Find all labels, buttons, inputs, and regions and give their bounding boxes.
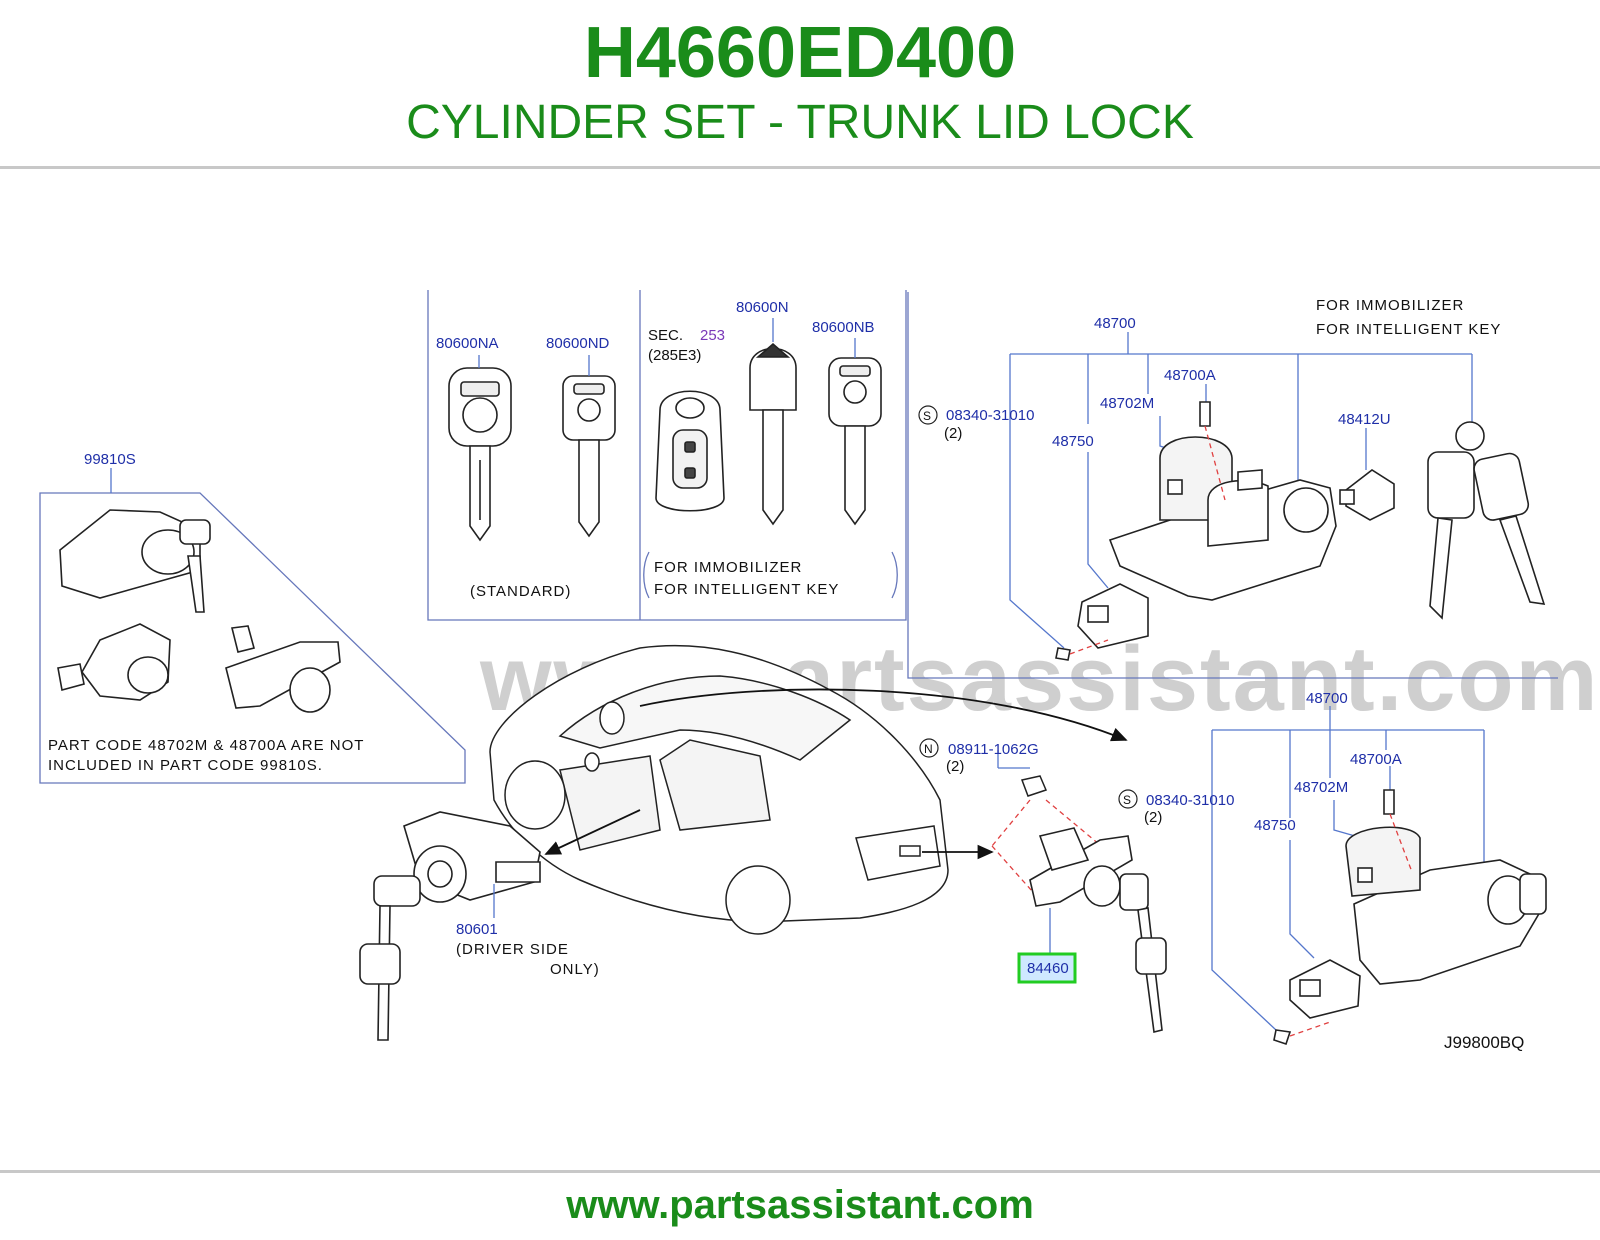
callout-48700a-top: 48700A: [1164, 367, 1216, 384]
trunk-lid-cylinder-84460: [1029, 827, 1167, 1033]
callout-48702m-bottom: 48702M: [1294, 779, 1348, 796]
callout-80600nd: 80600ND: [546, 335, 610, 352]
key-80600na: [448, 367, 512, 542]
bolt-symbol-top: S: [923, 409, 931, 423]
note-line-1: PART CODE 48702M & 48700A ARE NOT: [48, 737, 364, 754]
key-80600n: [749, 342, 797, 526]
cylinder-set-99810s: [57, 509, 341, 713]
callout-48700-bottom: 48700: [1306, 690, 1348, 707]
ignition-lock-bottom: [1273, 789, 1547, 1046]
leaders-48700-top: [1009, 332, 1473, 649]
arrows: [544, 688, 1128, 860]
callout-nut: 08911-1062G: [948, 741, 1039, 758]
part-48412u: [1339, 469, 1395, 521]
bolt-symbol-circle-bottom: [1118, 789, 1138, 809]
sec-ref: (285E3): [648, 347, 701, 364]
diagram-frames: [39, 290, 1558, 784]
bolt-symbol-bottom: S: [1123, 793, 1131, 807]
callout-84460[interactable]: 84460: [1027, 960, 1069, 977]
callout-48702m-top: 48702M: [1100, 395, 1154, 412]
part-name-subtitle: CYLINDER SET - TRUNK LID LOCK: [406, 96, 1194, 149]
label-intelligent-key-1: FOR INTELLIGENT KEY: [654, 581, 839, 598]
bracket-right: [891, 551, 898, 599]
callout-80601: 80601: [456, 921, 498, 938]
bolt-qty-top: (2): [944, 425, 962, 442]
sec-label: SEC.: [648, 327, 683, 344]
header-divider: [0, 166, 1600, 169]
highlight-84460[interactable]: [1017, 952, 1077, 984]
footer-divider: [0, 1170, 1600, 1173]
label-intelligent-key-2: FOR INTELLIGENT KEY: [1316, 321, 1501, 338]
callout-48412u: 48412U: [1338, 411, 1391, 428]
ignition-lock-top: [1055, 401, 1337, 661]
footer-website-link[interactable]: www.partsassistant.com: [566, 1183, 1034, 1227]
callout-48750-top: 48750: [1052, 433, 1094, 450]
callout-99810s: 99810S: [84, 451, 136, 468]
key-80600nd: [562, 375, 616, 538]
label-driver-side: (DRIVER SIDE: [456, 941, 569, 958]
key-80600nb: [828, 357, 882, 526]
dashed-guide-bottom2: [1389, 813, 1413, 873]
label-immobilizer-1: FOR IMMOBILIZER: [654, 559, 802, 576]
callout-80600na: 80600NA: [436, 335, 499, 352]
car-sedan: [489, 644, 949, 935]
nut-qty: (2): [946, 758, 964, 775]
note-line-2: INCLUDED IN PART CODE 99810S.: [48, 757, 323, 774]
sec-number-link[interactable]: 253: [700, 327, 725, 344]
dashed-guide-top2: [1204, 425, 1226, 501]
nut-symbol: N: [924, 742, 933, 756]
callout-48750-bottom: 48750: [1254, 817, 1296, 834]
label-standard: (STANDARD): [470, 583, 571, 600]
dashed-guide-top1: [1069, 639, 1109, 655]
leaders-48700-bottom: [1211, 706, 1485, 1031]
label-only: ONLY): [550, 961, 600, 978]
nut-08911: [1020, 775, 1048, 797]
keys-top-right: [1427, 421, 1546, 620]
callout-bolt-bottom: 08340-31010: [1146, 792, 1234, 809]
callout-bolt-top: 08340-31010: [946, 407, 1034, 424]
callout-80600n: 80600N: [736, 299, 789, 316]
label-immobilizer-2: FOR IMMOBILIZER: [1316, 297, 1464, 314]
intelligent-key-fob: [655, 390, 725, 512]
callout-48700a-bottom: 48700A: [1350, 751, 1402, 768]
nut-symbol-circle: [919, 738, 939, 758]
door-cylinder-80601: [359, 811, 541, 1041]
bolt-symbol-circle-top: [918, 405, 938, 425]
bracket-left: [643, 551, 650, 599]
callout-48700-top: 48700: [1094, 315, 1136, 332]
dashed-guide-bottom1: [1289, 1021, 1331, 1037]
callout-80600nb: 80600NB: [812, 319, 875, 336]
part-number-title: H4660ED400: [583, 13, 1017, 93]
diagram-code: J99800BQ: [1444, 1033, 1524, 1052]
bolt-qty-bottom: (2): [1144, 809, 1162, 826]
